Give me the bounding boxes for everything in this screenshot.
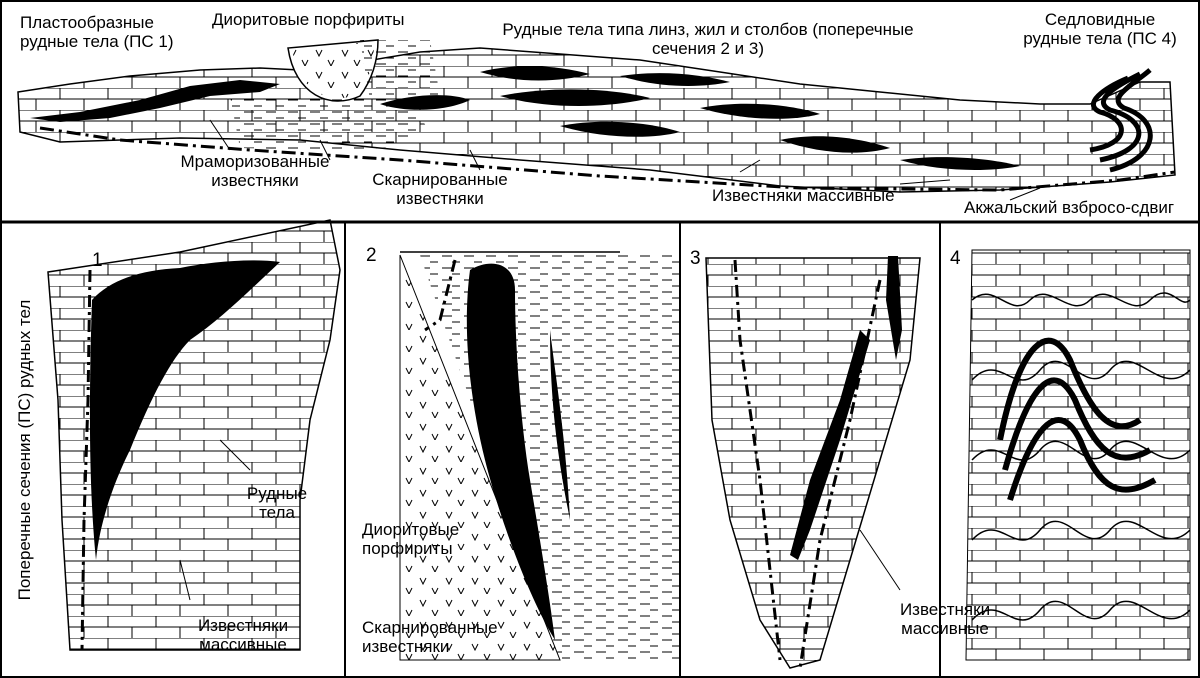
lens-label-line2: сечения 2 и 3) [651,39,765,58]
panel-3-number: 3 [690,248,701,269]
panel-3-diagram [705,256,921,669]
fault-label: Акжальский взбросо-сдвиг [964,198,1175,217]
ps4-label-line2: рудные тела (ПС 4) [1023,29,1177,48]
ore-lens-c [500,89,650,106]
panel-4-ore-folds [997,337,1157,501]
ore-lens-g [900,157,1020,170]
panel-2-diorite-label-line1: Диоритовые [362,520,460,539]
ps4-label: Седловидные рудные тела (ПС 4) [1010,10,1190,48]
panel-3-limestone [705,257,921,669]
ore-bodies-ps1 [30,80,280,122]
panel-1-ore-label-line2: тела [259,503,295,522]
panel-1-massive-label: Известняки массивные [178,616,308,654]
ps1-label-line2: рудные тела (ПС 1) [20,32,174,51]
side-label: Поперечные сечения (ПС) рудных тел [15,299,34,601]
panel-2-number: 2 [366,245,377,266]
panel-3-massive-label-line1: Известняки [899,600,991,619]
panel-2-diorite-label-line2: порфириты [362,539,453,558]
lens-label-line1: Рудные тела типа линз, жил и столбов (по… [502,20,914,39]
panel-4-number: 4 [950,248,961,269]
panel-1-leaders [179,439,251,601]
panel-4-diagram [965,249,1191,661]
massive-label: Известняки массивные [712,186,895,205]
panel-2-diagram [399,251,680,661]
saddle-ore-bodies [1089,68,1153,173]
diorite-label: Диоритовые порфириты [212,10,405,29]
ore-lens-d [620,73,730,86]
marble-label: Мраморизованные известняки [160,152,350,190]
marble-zone-2 [360,40,440,100]
skarn-label: Скарнированные известняки [355,170,525,208]
skarn-label-line1: Скарнированные [372,170,508,189]
panel-4-limestone [965,249,1191,661]
ore-lens-h [560,121,680,137]
panel-1-ore-label-line1: Рудные [246,484,308,503]
longitudinal-section [17,39,1176,201]
panel-3-massive-label-line2: массивные [901,619,989,638]
panel-1-ore-label: Рудные тела [232,484,322,522]
ps4-label-line1: Седловидные [1044,10,1156,29]
marble-label-line1: Мраморизованные [180,152,330,171]
diorite-vees [292,42,374,99]
ore-lens-a [380,95,470,110]
panel-3-ore [790,330,870,560]
panel-1-massive-label-line1: Известняки [197,616,289,635]
ore-lens-e [700,103,820,119]
panel-2-ore [466,263,555,640]
panel-2-ore-vein [550,330,570,520]
panel-2-skarn-label-line1: Скарнированные [362,618,498,637]
panel-1-number: 1 [92,250,103,271]
panel-3-ore-top [886,256,902,360]
skarn-label-line2: известняки [396,189,484,208]
lens-label: Рудные тела типа линз, жил и столбов (по… [478,20,938,58]
panel-3-leader [859,529,901,591]
leader-lines [209,119,1041,201]
panel-1-massive-label-line2: массивные [199,635,287,654]
ps1-label-line1: Пластообразные [20,13,154,32]
marble-zone [230,96,430,150]
ore-lens-b [480,66,590,81]
panel-3-faults [733,259,882,669]
marble-label-line2: известняки [211,171,299,190]
ore-lens-f [780,136,890,153]
panel-3-massive-label: Известняки массивные [880,600,1010,638]
panel-1-ore [89,260,280,560]
panel-2-skarn-label-line2: известняки [362,637,450,656]
ps1-label: Пластообразные рудные тела (ПС 1) [20,13,173,51]
panel-2-diorite-label: Диоритовые порфириты [362,520,459,558]
panel-2-skarn-label: Скарнированные известняки [362,618,498,656]
panel-2-fault [424,259,457,332]
panel-1-diagram [47,219,341,651]
